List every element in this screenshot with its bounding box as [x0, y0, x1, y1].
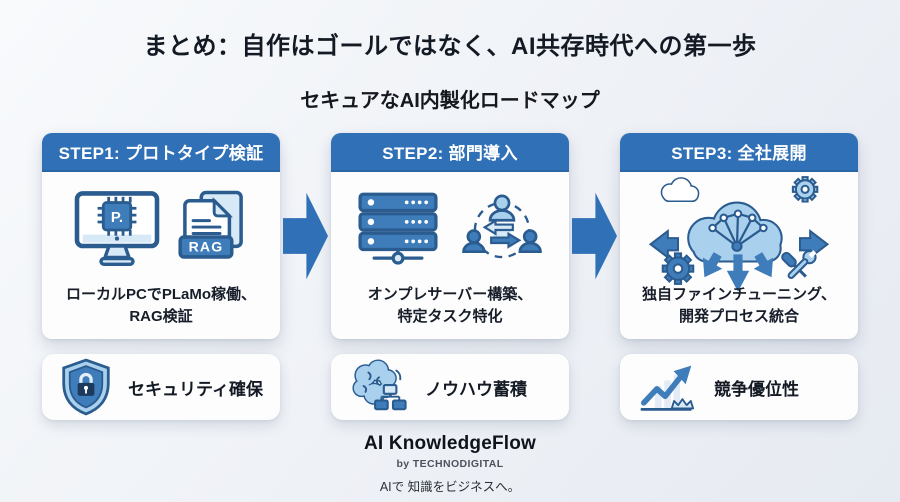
step1-icon-row: P. RAG	[71, 179, 251, 281]
step1-body: P. RAG ローカルPCでPLaMo稼働、 RAG	[42, 172, 280, 339]
gear-icon	[661, 252, 695, 286]
benefit-label-advantage: 競争優位性	[714, 379, 799, 399]
svg-text:RAG: RAG	[189, 239, 224, 255]
pc-chip-icon: P.	[74, 191, 160, 267]
slide-footer: AI KnowledgeFlow by TECHNODIGITAL AIで 知識…	[0, 433, 900, 495]
page-subtitle: セキュアなAI内製化ロードマップ	[300, 90, 600, 112]
page-title: まとめ：自作はゴールではなく、AI共存時代への第一歩	[143, 33, 757, 60]
step3-icon-row	[647, 176, 831, 292]
brand-name: AI KnowledgeFlow	[363, 433, 537, 454]
team-collaboration-icon	[462, 194, 542, 259]
svg-text:P.: P.	[111, 210, 123, 226]
step2-body: オンプレサーバー構築、 特定タスク特化	[331, 172, 569, 339]
benefit-label-security: セキュリティ確保	[128, 379, 263, 399]
benefit-label-knowledge: ノウハウ蓄積	[425, 379, 527, 399]
tools-icon	[781, 250, 817, 280]
server-rack-icon	[358, 192, 438, 265]
rag-document-icon: RAG	[178, 190, 243, 259]
neural-network-icon	[708, 209, 768, 253]
benefit-card-security: セキュリティ確保	[42, 354, 280, 420]
brand-tagline: AIで 知識をビジネスへ。	[379, 480, 521, 494]
step-card-1: STEP1: プロトタイプ検証	[42, 133, 280, 339]
step-card-2: STEP2: 部門導入	[331, 133, 569, 339]
benefits-row: セキュリティ確保 ノウハウ蓄積	[42, 354, 858, 420]
arrow-right-icon	[283, 192, 328, 280]
step3-header: STEP3: 全社展開	[620, 133, 858, 172]
roadmap-steps-row: STEP1: プロトタイプ検証	[42, 133, 858, 339]
step2-header-label: STEP2: 部門導入	[382, 144, 518, 163]
arrow-right-icon	[572, 192, 617, 280]
step2-header: STEP2: 部門導入	[331, 133, 569, 172]
gear-icon	[791, 176, 819, 203]
brand-byline: by TECHNODIGITAL	[396, 458, 504, 470]
step3-caption: 独自ファインチューニング、 開発プロセス統合	[642, 286, 836, 326]
step-card-3: STEP3: 全社展開	[620, 133, 858, 339]
benefit-card-knowledge: ノウハウ蓄積	[331, 354, 569, 420]
step1-header-label: STEP1: プロトタイプ検証	[58, 144, 264, 163]
step1-caption: ローカルPCでPLaMo稼働、 RAG検証	[65, 286, 256, 326]
growth-crown-icon	[640, 365, 695, 411]
step2-icon-row	[352, 179, 548, 281]
shield-lock-icon	[62, 358, 110, 416]
benefit-card-advantage: 競争優位性	[620, 354, 858, 420]
cloud-ai-deployment-icon	[648, 176, 830, 292]
step3-header-label: STEP3: 全社展開	[671, 144, 807, 163]
step3-body: 独自ファインチューニング、 開発プロセス統合	[620, 172, 858, 339]
brain-knowledge-icon	[352, 359, 407, 411]
step2-caption: オンプレサーバー構築、 特定タスク特化	[367, 286, 533, 326]
step1-header: STEP1: プロトタイプ検証	[42, 133, 280, 172]
